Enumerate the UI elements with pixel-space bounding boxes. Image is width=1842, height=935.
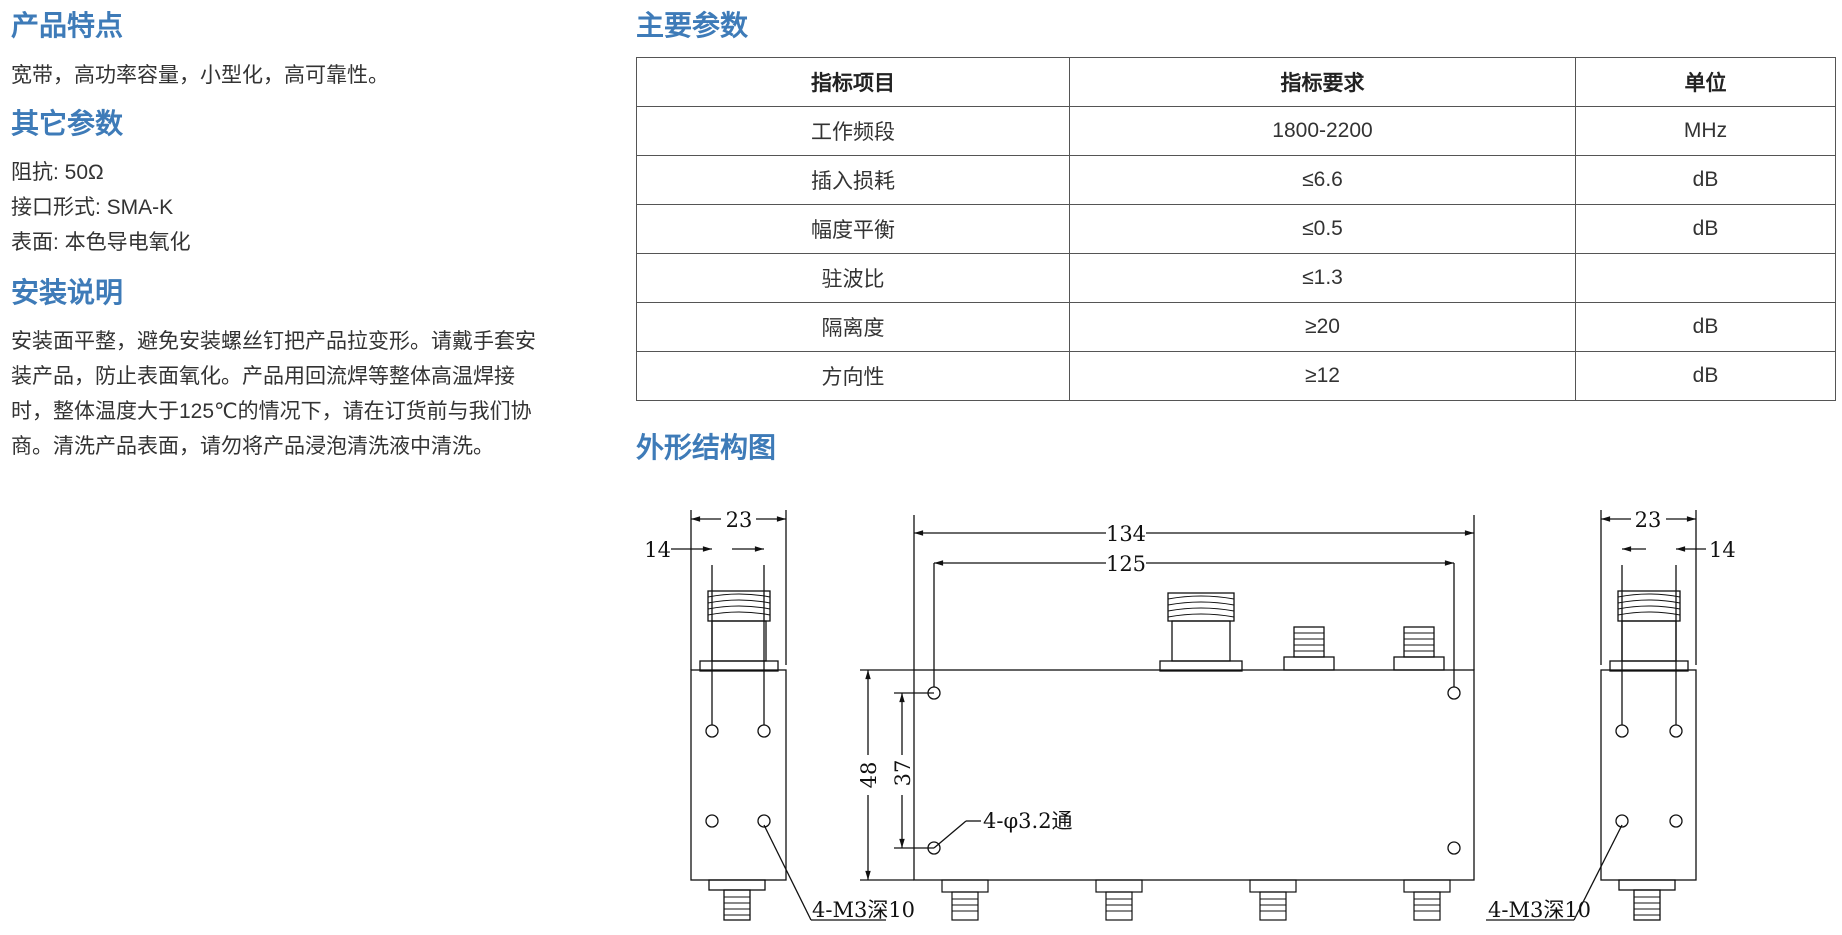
mount-hole [1447, 841, 1461, 855]
table-cell: dB [1575, 302, 1836, 352]
features-heading: 产品特点 [11, 10, 124, 41]
install-text: 安装面平整，避免安装螺丝钉把产品拉变形。请戴手套安 装产品，防止表面氧化。产品用… [11, 324, 586, 464]
table-row: 幅度平衡 ≤0.5 dB [636, 204, 1836, 254]
mount-hole [1669, 724, 1683, 738]
mount-hole [1615, 814, 1629, 828]
dim-total-length: 134 [1106, 522, 1146, 546]
table-row: 驻波比 ≤1.3 [636, 253, 1836, 303]
table-cell: 隔离度 [636, 302, 1070, 352]
other-params-list: 阻抗: 50Ω 接口形式: SMA-K 表面: 本色导电氧化 [11, 155, 191, 260]
dim-left-pitch: 14 [644, 538, 671, 562]
outline-heading: 外形结构图 [636, 432, 777, 463]
table-cell: 1800-2200 [1069, 106, 1576, 156]
right-body [1600, 669, 1697, 881]
mount-hole [705, 724, 719, 738]
impedance-text: 阻抗: 50Ω [11, 161, 104, 184]
dim-right-width: 23 [1635, 508, 1662, 532]
other-params-heading: 其它参数 [11, 108, 124, 139]
front-body [913, 669, 1475, 881]
table-cell: 工作频段 [636, 106, 1070, 156]
table-cell: 驻波比 [636, 253, 1070, 303]
table-row: 隔离度 ≥20 dB [636, 302, 1836, 352]
table-cell: ≤6.6 [1069, 155, 1576, 205]
right-side-view [1486, 510, 1706, 921]
left-body [690, 669, 787, 881]
header-requirement: 指标要求 [1069, 57, 1576, 107]
table-cell: 方向性 [636, 351, 1070, 401]
note-through-holes: 4-φ3.2通 [983, 809, 1073, 833]
note-thread-right: 4-M3深10 [1488, 898, 1591, 922]
table-cell: dB [1575, 204, 1836, 254]
table-cell: ≤1.3 [1069, 253, 1576, 303]
table-cell [1575, 253, 1836, 303]
header-unit: 单位 [1575, 57, 1836, 107]
install-line: 时，整体温度大于125℃的情况下，请在订货前与我们协 [11, 400, 532, 423]
front-view [860, 515, 1475, 921]
header-item: 指标项目 [636, 57, 1070, 107]
install-line: 装产品，防止表面氧化。产品用回流焊等整体高温焊接 [11, 365, 515, 388]
table-cell: 插入损耗 [636, 155, 1070, 205]
features-text: 宽带，高功率容量，小型化，高可靠性。 [11, 64, 389, 87]
table-row: 工作频段 1800-2200 MHz [636, 106, 1836, 156]
dim-height: 48 [857, 762, 881, 789]
dim-right-pitch: 14 [1709, 538, 1736, 562]
mount-hole [1447, 686, 1461, 700]
dim-hole-pitch: 125 [1106, 552, 1146, 576]
table-cell: ≥12 [1069, 351, 1576, 401]
note-thread-left: 4-M3深10 [812, 898, 915, 922]
install-line: 安装面平整，避免安装螺丝钉把产品拉变形。请戴手套安 [11, 330, 536, 353]
install-line: 商。清洗产品表面，请勿将产品浸泡清洗液中清洗。 [11, 435, 494, 458]
params-heading: 主要参数 [636, 10, 749, 41]
outline-drawing: 23 14 134 125 48 37 4-φ3.2通 4-M3深10 23 1… [644, 508, 1736, 922]
table-cell: ≥20 [1069, 302, 1576, 352]
table-cell: 幅度平衡 [636, 204, 1070, 254]
table-cell: ≤0.5 [1069, 204, 1576, 254]
dim-hole-vertical: 37 [891, 760, 915, 787]
mount-hole [705, 814, 719, 828]
interface-text: 接口形式: SMA-K [11, 196, 174, 219]
table-cell: MHz [1575, 106, 1836, 156]
mount-hole [1615, 724, 1629, 738]
mount-hole [757, 724, 771, 738]
table-header-row: 指标项目 指标要求 单位 [636, 57, 1836, 107]
install-heading: 安装说明 [11, 277, 124, 308]
table-cell: dB [1575, 155, 1836, 205]
surface-text: 表面: 本色导电氧化 [11, 231, 191, 254]
mount-hole [757, 814, 771, 828]
table-row: 插入损耗 ≤6.6 dB [636, 155, 1836, 205]
table-cell: dB [1575, 351, 1836, 401]
left-side-view [671, 510, 886, 921]
mount-hole [1669, 814, 1683, 828]
table-row: 方向性 ≥12 dB [636, 351, 1836, 401]
params-table: 指标项目 指标要求 单位 工作频段 1800-2200 MHz 插入损耗 ≤6.… [636, 57, 1836, 401]
dim-left-width: 23 [726, 508, 753, 532]
